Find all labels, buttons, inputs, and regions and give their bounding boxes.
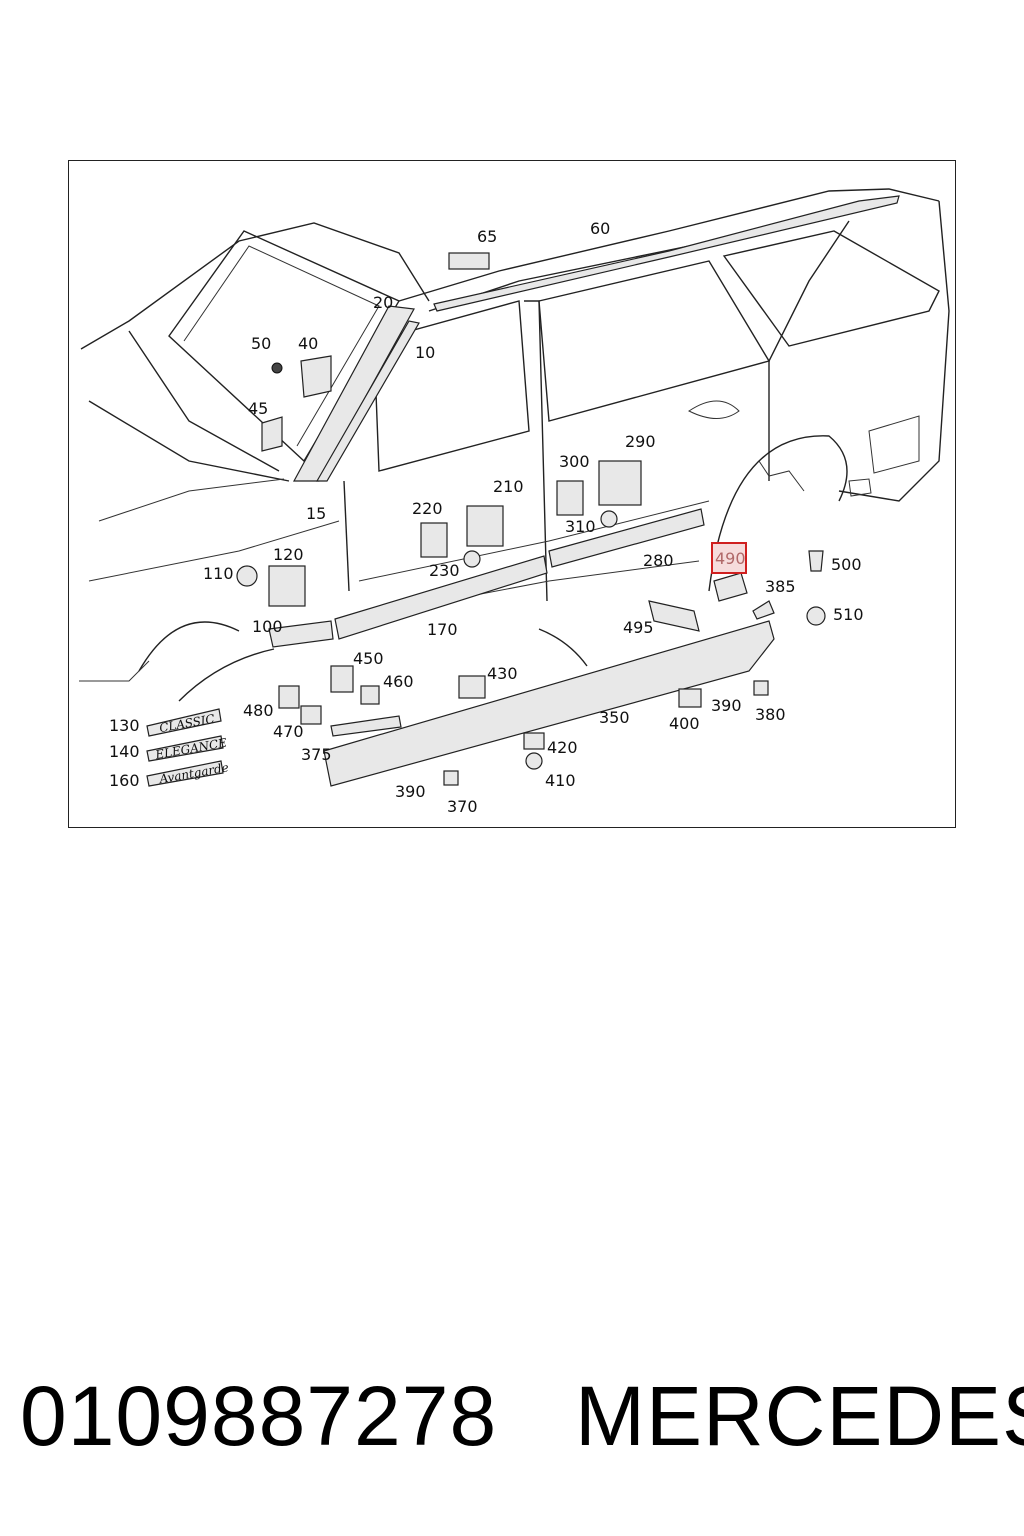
callout-label: 15 xyxy=(306,504,326,523)
clip-450 xyxy=(330,665,354,693)
clip-470 xyxy=(300,705,322,725)
clip-65 xyxy=(448,252,490,270)
bracket-495 xyxy=(648,600,700,632)
callout-label: 430 xyxy=(487,664,518,683)
callout-label: 290 xyxy=(625,432,656,451)
emblem-text: Avantgarde xyxy=(157,760,229,786)
clip-490 xyxy=(713,572,748,602)
callout-label: 410 xyxy=(545,771,576,790)
callout-label: 375 xyxy=(301,745,332,764)
clip-410 xyxy=(525,752,543,770)
window-strip-20 xyxy=(292,305,415,482)
moulding-100 xyxy=(268,620,334,648)
emblem-classic xyxy=(146,708,222,737)
callout-label: 140 xyxy=(109,742,140,761)
cap-370 xyxy=(443,770,459,786)
part-number: 0109887278 xyxy=(20,1369,498,1463)
clip-430 xyxy=(458,675,486,699)
callout-label: 120 xyxy=(273,545,304,564)
callout-label-highlighted: 490 xyxy=(715,549,746,568)
callout-label: 130 xyxy=(109,716,140,735)
bracket-40 xyxy=(300,355,332,398)
screw-310 xyxy=(600,510,618,528)
roof-rail-strip-60 xyxy=(433,195,900,312)
callout-label: 500 xyxy=(831,555,862,574)
grommet-420 xyxy=(523,732,545,750)
callout-labels: 65 60 20 10 50 40 45 15 220 210 300 290 … xyxy=(109,219,864,816)
parts-diagram: CLASSIC ELEGANCE Avantgarde 65 60 20 10 … xyxy=(79,188,950,816)
clip-385 xyxy=(752,600,775,620)
screw-50 xyxy=(271,362,283,374)
callout-label: 370 xyxy=(447,797,478,816)
clip-480 xyxy=(278,685,300,709)
highlight-box-490 xyxy=(711,542,747,574)
clip-460 xyxy=(360,685,380,705)
callout-label: 460 xyxy=(383,672,414,691)
window-strip-10 xyxy=(315,320,420,482)
car-body-illustration xyxy=(79,188,950,682)
pointer-arrow xyxy=(178,648,275,702)
emblem-group: CLASSIC ELEGANCE Avantgarde xyxy=(146,708,230,787)
callout-label: 495 xyxy=(623,618,654,637)
cap-380 xyxy=(753,680,769,696)
clip-120 xyxy=(268,565,306,607)
sill-panel-350 xyxy=(323,620,775,787)
callout-label: 40 xyxy=(298,334,318,353)
clip-210 xyxy=(466,505,504,547)
callout-label: 470 xyxy=(273,722,304,741)
callout-label: 45 xyxy=(248,399,268,418)
callout-label: 390 xyxy=(711,696,742,715)
callout-label: 210 xyxy=(493,477,524,496)
emblem-avantgarde xyxy=(146,760,224,787)
callout-label: 280 xyxy=(643,551,674,570)
callout-label: 310 xyxy=(565,517,596,536)
callout-label: 450 xyxy=(353,649,384,668)
callout-label: 480 xyxy=(243,701,274,720)
callout-label: 65 xyxy=(477,227,497,246)
callout-label: 100 xyxy=(252,617,283,636)
moulding-280 xyxy=(548,508,705,568)
callout-label: 220 xyxy=(412,499,443,518)
callout-label: 20 xyxy=(373,293,393,312)
callout-label: 380 xyxy=(755,705,786,724)
emblem-text: CLASSIC xyxy=(158,712,216,736)
callout-label: 390 xyxy=(395,782,426,801)
brand-name: MERCEDES xyxy=(575,1369,1024,1463)
callout-label: 160 xyxy=(109,771,140,790)
emblem-elegance xyxy=(146,735,224,762)
clip-500 xyxy=(808,550,824,572)
callout-label: 230 xyxy=(429,561,460,580)
moulding-170 xyxy=(334,555,548,640)
clip-300 xyxy=(556,480,584,516)
screw-230 xyxy=(463,550,481,568)
callout-label: 350 xyxy=(599,708,630,727)
footer: 0109887278 MERCEDES xyxy=(0,1368,1024,1468)
callout-label: 110 xyxy=(203,564,234,583)
strip-375 xyxy=(330,715,402,737)
clip-290 xyxy=(598,460,642,506)
clip-400 xyxy=(678,688,702,708)
pointer-arrow xyxy=(538,628,588,667)
callout-label: 400 xyxy=(669,714,700,733)
emblem-text: ELEGANCE xyxy=(153,736,228,763)
callout-label: 385 xyxy=(765,577,796,596)
callout-label: 300 xyxy=(559,452,590,471)
callout-label: 50 xyxy=(251,334,271,353)
clip-220 xyxy=(420,522,448,558)
screw-510 xyxy=(806,606,826,626)
callout-label: 510 xyxy=(833,605,864,624)
grommet-110 xyxy=(236,565,258,587)
callout-label: 10 xyxy=(415,343,435,362)
clip-45 xyxy=(261,416,283,452)
parts-diagram-frame: CLASSIC ELEGANCE Avantgarde 65 60 20 10 … xyxy=(68,160,956,828)
callout-label: 60 xyxy=(590,219,610,238)
callout-label: 420 xyxy=(547,738,578,757)
callout-label: 170 xyxy=(427,620,458,639)
